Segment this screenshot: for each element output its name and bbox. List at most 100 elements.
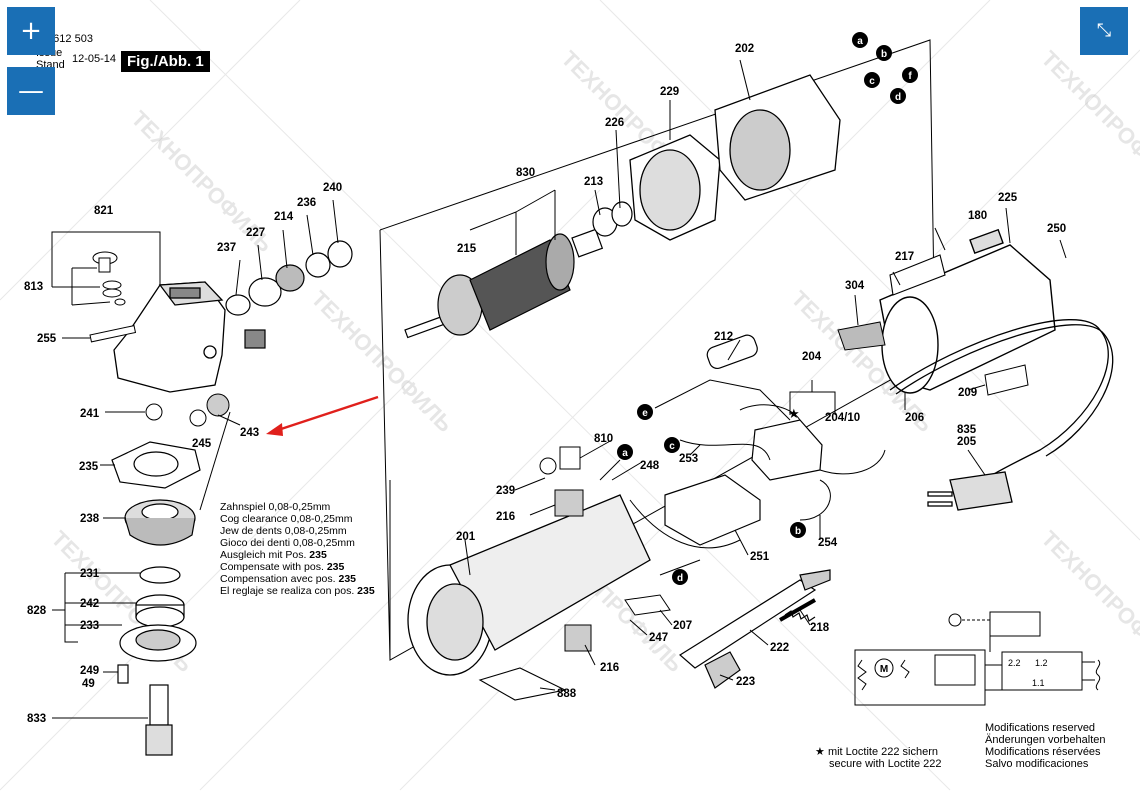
part-label: 236 bbox=[297, 197, 316, 209]
part-label: 180 bbox=[968, 210, 987, 222]
part-label: 830 bbox=[516, 167, 535, 179]
svg-text:a: a bbox=[857, 36, 863, 47]
gear-clearance-notes: Zahnspiel 0,08-0,25mm Cog clearance 0,08… bbox=[220, 501, 375, 597]
part-label: 250 bbox=[1047, 223, 1066, 235]
schematic-pos-22: 2.2 bbox=[1008, 658, 1021, 668]
figure-label: Fig./Abb. 1 bbox=[121, 51, 210, 72]
screw-parts bbox=[89, 251, 230, 427]
part-label: 213 bbox=[584, 176, 603, 188]
part-label: 255 bbox=[37, 333, 57, 345]
armature-215 bbox=[404, 201, 633, 339]
fullscreen-button[interactable]: ⤡ bbox=[1080, 7, 1128, 55]
part-label: 248 bbox=[640, 460, 660, 472]
schematic-pos-12: 1.2 bbox=[1035, 658, 1048, 668]
note-line: Jew de dents 0,08-0,25mm bbox=[220, 525, 347, 537]
part-label: 229 bbox=[660, 86, 679, 98]
svg-text:f: f bbox=[908, 71, 912, 82]
wire-marker-c: c bbox=[864, 72, 880, 88]
part-label: 218 bbox=[810, 622, 830, 634]
svg-text:c: c bbox=[869, 76, 875, 87]
zoom-out-button[interactable]: — bbox=[7, 67, 55, 115]
stator-202 bbox=[714, 74, 841, 201]
part-label: 49 bbox=[82, 678, 95, 690]
spring-218 bbox=[784, 610, 816, 622]
note-line: Gioco dei denti 0,08-0,25mm bbox=[220, 537, 355, 549]
fan-housing-229 bbox=[629, 134, 721, 241]
part-label: 237 bbox=[217, 242, 236, 254]
part-label: 242 bbox=[80, 598, 99, 610]
switch-204 bbox=[751, 419, 823, 481]
loctite-note: ★ mit Loctite 222 sichern secure with Lo… bbox=[815, 746, 942, 770]
modifications-note: Modifications reserved Änderungen vorbeh… bbox=[985, 722, 1106, 770]
insulation-888 bbox=[478, 667, 567, 701]
schematic-pos-11: 1.1 bbox=[1032, 678, 1045, 688]
part-label: 254 bbox=[818, 537, 838, 549]
red-arrow bbox=[266, 395, 379, 436]
star-icon: ★ bbox=[815, 746, 825, 758]
note-line: Ausgleich mit Pos. 235 bbox=[220, 549, 327, 561]
note-line: Cog clearance 0,08-0,25mm bbox=[220, 513, 353, 525]
part-label: 238 bbox=[80, 513, 100, 525]
part-label: 821 bbox=[94, 205, 114, 217]
part-label: 202 bbox=[735, 43, 754, 55]
bevel-gear-238 bbox=[124, 499, 196, 546]
electronics-251 bbox=[664, 474, 761, 546]
issue-date: 12-05-14 bbox=[72, 53, 117, 65]
part-label: 216 bbox=[600, 662, 619, 674]
capacitor-212 bbox=[706, 334, 758, 370]
brush-holders-216 bbox=[539, 446, 592, 652]
watermark-text: ТЕХНОПРОФИЛЬ bbox=[1036, 526, 1140, 677]
gear-housing-821 bbox=[113, 281, 226, 393]
note-line: Zahnspiel 0,08-0,25mm bbox=[220, 501, 331, 513]
svg-text:b: b bbox=[795, 526, 801, 537]
part-label: 215 bbox=[457, 243, 477, 255]
part-label: 247 bbox=[649, 632, 668, 644]
part-304 bbox=[837, 321, 886, 351]
part-label: 231 bbox=[80, 568, 100, 580]
part-label: 201 bbox=[456, 531, 476, 543]
wire-marker-d: d bbox=[890, 88, 906, 104]
part-label: 239 bbox=[496, 485, 515, 497]
part-label: 835 bbox=[957, 424, 977, 436]
wire-marker-b: b bbox=[876, 45, 892, 61]
insulation-217 bbox=[889, 254, 946, 296]
part-label: 223 bbox=[736, 676, 755, 688]
armature-bearing-parts bbox=[225, 240, 353, 349]
leader-lines bbox=[51, 59, 1067, 719]
svg-text:b: b bbox=[881, 49, 887, 60]
svg-text:d: d bbox=[895, 92, 901, 103]
part-label: 813 bbox=[24, 281, 43, 293]
part-label: 828 bbox=[27, 605, 47, 617]
internal-wires bbox=[599, 379, 886, 576]
svg-text:c: c bbox=[669, 441, 675, 452]
wire-marker-b2: b bbox=[790, 522, 806, 538]
part-209 bbox=[984, 364, 1029, 396]
flange-235 bbox=[111, 441, 201, 489]
slide-switch-222 bbox=[678, 569, 831, 689]
part-label: 205 bbox=[957, 436, 977, 448]
schematic-motor-symbol: M bbox=[880, 664, 888, 675]
doc-number: 1 612 503 bbox=[44, 33, 93, 45]
part-label: 225 bbox=[998, 192, 1018, 204]
svg-text:e: e bbox=[642, 408, 648, 419]
part-label: 251 bbox=[750, 551, 770, 563]
part-label: 233 bbox=[80, 620, 99, 632]
wire-markers: a b c f d e c a b d bbox=[617, 32, 918, 585]
wiring-schematic bbox=[854, 611, 1101, 706]
part-label: 222 bbox=[770, 642, 789, 654]
part-label: 304 bbox=[845, 280, 865, 292]
part-label: 226 bbox=[605, 117, 624, 129]
part-label: 240 bbox=[323, 182, 342, 194]
part-label: 249 bbox=[80, 665, 99, 677]
part-labels: 202 229 226 830 213 215 240 236 214 227 … bbox=[24, 43, 1066, 725]
bracket-207 bbox=[624, 594, 671, 616]
zoom-in-button[interactable]: + bbox=[7, 7, 55, 55]
plug-835 bbox=[927, 471, 1013, 511]
part-label: 241 bbox=[80, 408, 100, 420]
wire-marker-a2: a bbox=[617, 444, 633, 460]
part-label: 206 bbox=[905, 412, 924, 424]
loctite-star-icon: ★ bbox=[788, 407, 800, 422]
part-label: 235 bbox=[79, 461, 99, 473]
